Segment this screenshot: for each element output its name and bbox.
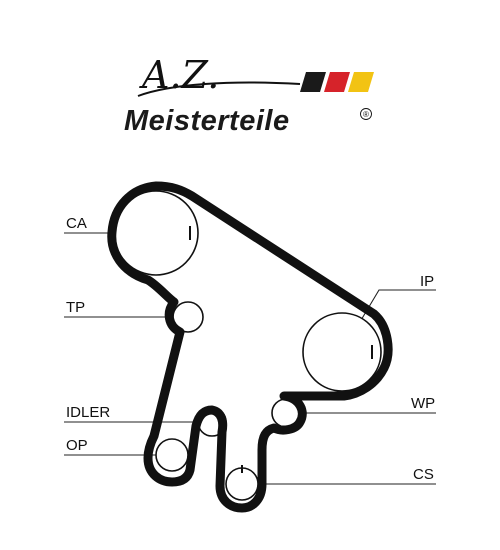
injection-pump-pulley	[302, 312, 382, 392]
label-idler: IDLER	[66, 404, 110, 421]
logo-wordmark: Meisterteile	[124, 105, 290, 137]
part-labels: CA TP IP IDLER WP OP CS	[66, 215, 435, 483]
registered-mark-ring	[360, 108, 372, 120]
logo-monogram: A.Z.	[139, 53, 219, 97]
timing-marks	[189, 226, 373, 473]
label-wp: WP	[411, 395, 435, 412]
logo-flag-icon	[300, 72, 374, 92]
flag-stripe-red	[324, 72, 350, 92]
registered-mark: ®	[363, 110, 369, 119]
timing-belt	[107, 181, 393, 513]
oil-pump-pulley	[155, 438, 189, 472]
label-op: OP	[66, 437, 88, 454]
flag-stripe-gold	[348, 72, 374, 92]
brand-logo: A.Z. Meisterteile ®	[124, 53, 374, 137]
pulleys	[113, 190, 382, 501]
label-tp: TP	[66, 299, 85, 316]
label-ip: IP	[420, 273, 434, 290]
label-ca: CA	[66, 215, 87, 232]
label-cs: CS	[413, 466, 434, 483]
flag-stripe-black	[300, 72, 326, 92]
logo-swash	[137, 81, 301, 97]
